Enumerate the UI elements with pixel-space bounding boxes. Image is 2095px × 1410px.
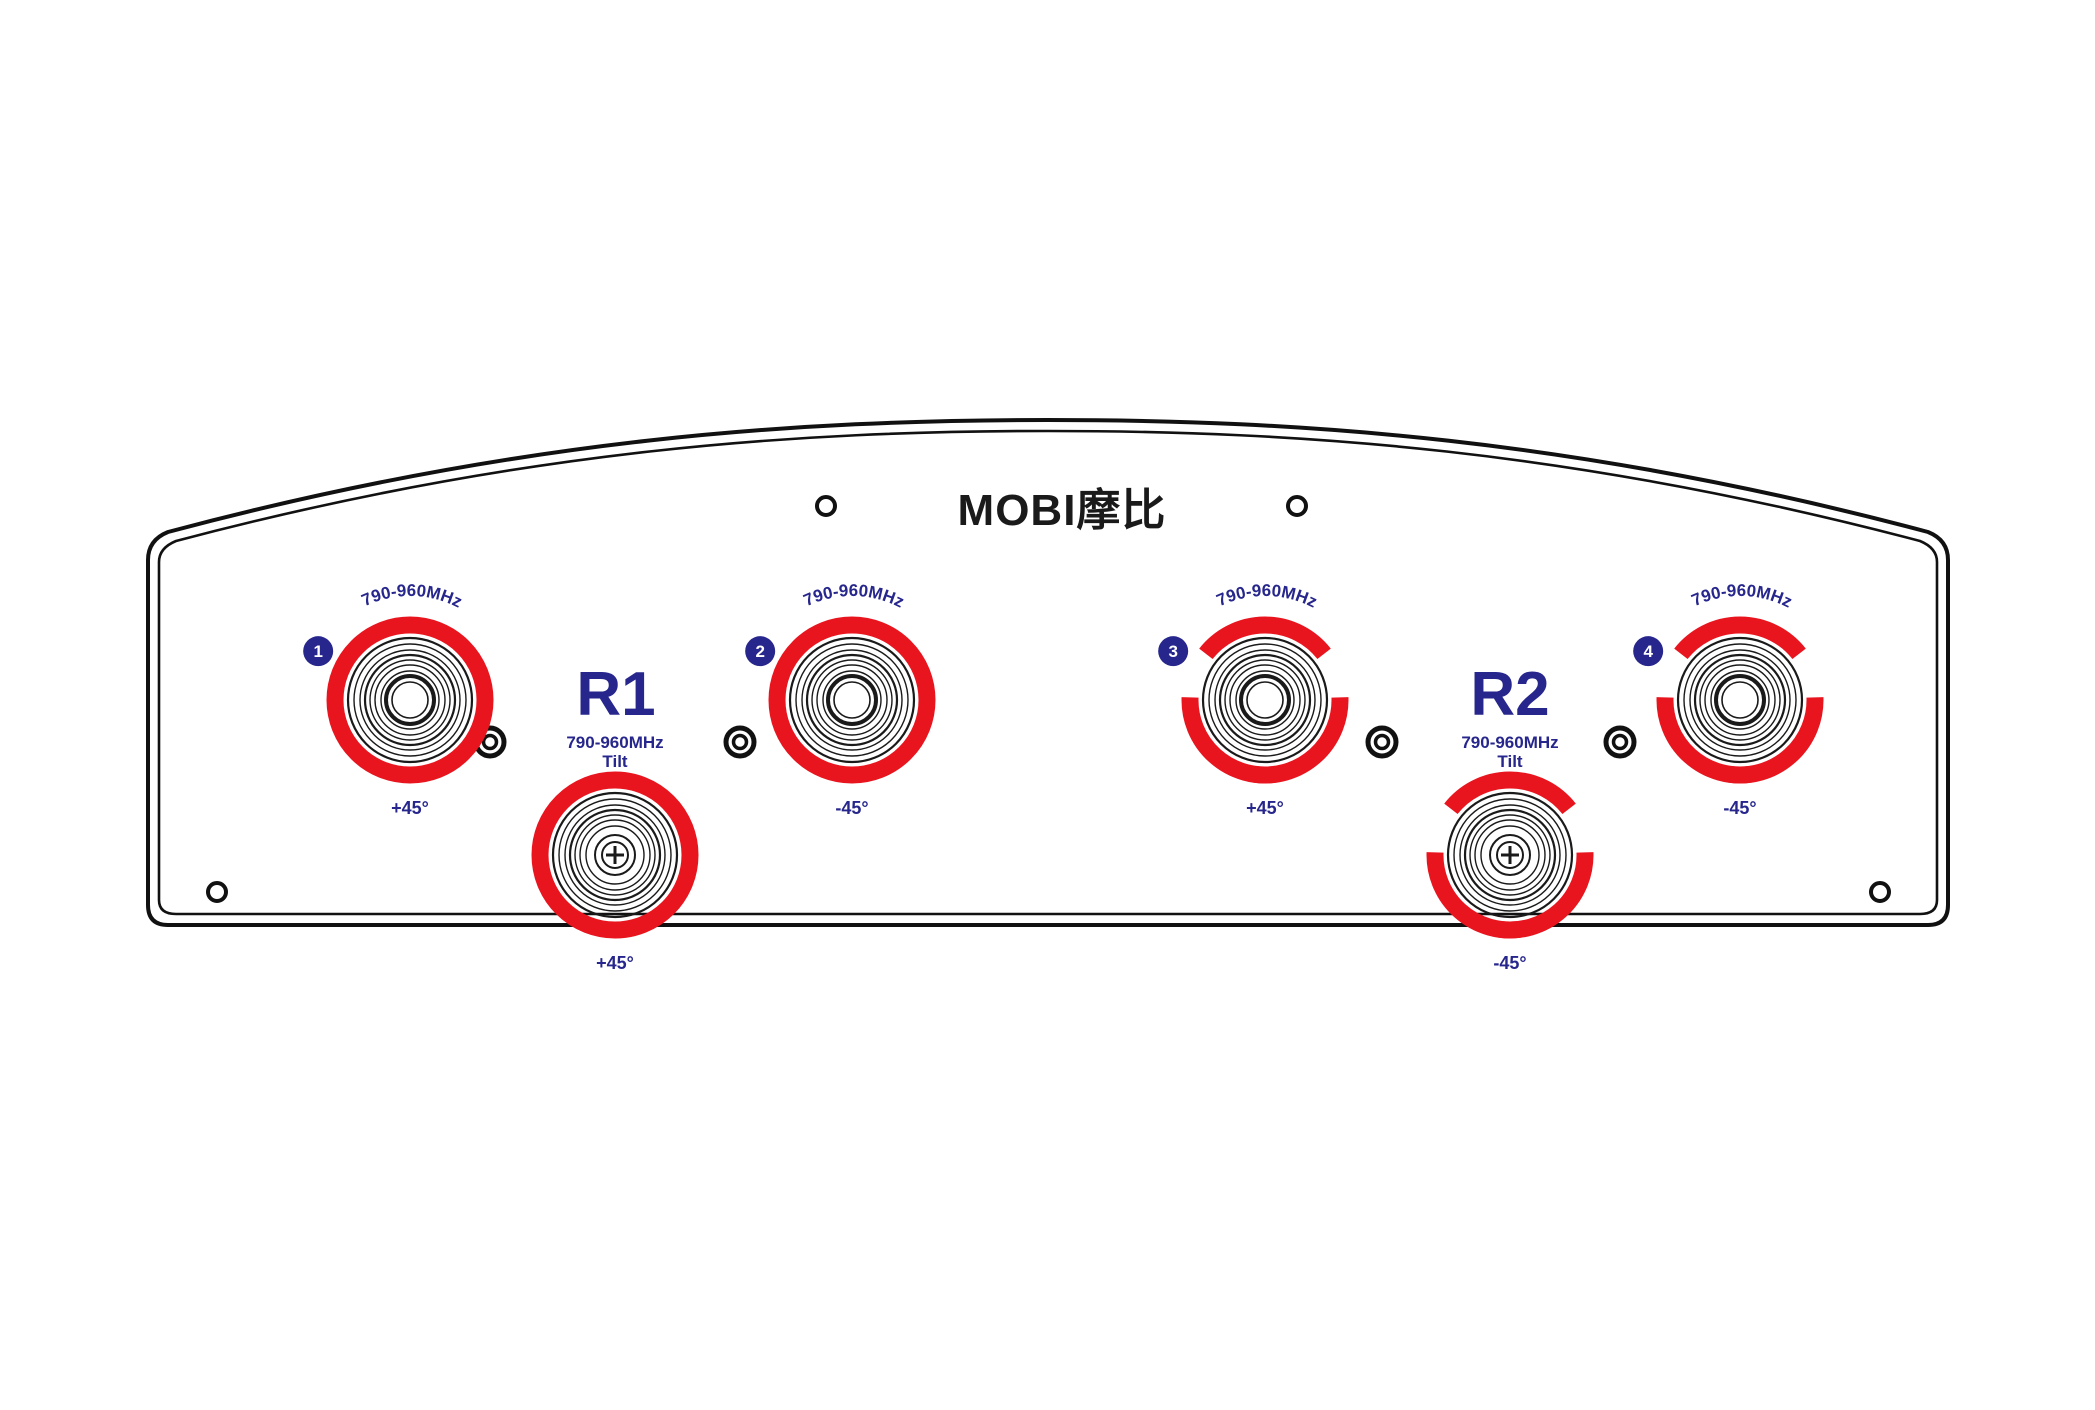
port-4-red-arc-3	[1656, 697, 1752, 784]
tilt-r1-red-ring	[531, 771, 699, 939]
port-1-bore-inner	[391, 681, 429, 719]
port-2-ring-3	[805, 653, 899, 747]
port-1-ring-1	[353, 643, 467, 757]
port-2-red-ring	[768, 616, 936, 784]
tilt-r2-phillips-icon	[1501, 846, 1519, 864]
port-1-red-ring	[326, 616, 494, 784]
tilt-r2-ring-4	[1469, 814, 1551, 896]
port-4-ring-4	[1699, 659, 1781, 741]
port-2-bore-inner	[833, 681, 871, 719]
marker-3	[1365, 725, 1399, 759]
ports-layer: 790-960MHz1+45°790-960MHz2-45°790-960MHz…	[303, 581, 1824, 973]
port-4-ring-1	[1683, 643, 1797, 757]
screw-holes	[206, 495, 1891, 903]
panel-outline	[146, 417, 1950, 927]
port-4-ring-0	[1676, 636, 1804, 764]
tilt-r2-freq-label: 790-960MHz	[1461, 733, 1558, 752]
tilt-r1-polarization-label: +45°	[596, 953, 634, 973]
port-3-ring-1	[1208, 643, 1322, 757]
port-1-polarization-label: +45°	[391, 798, 429, 818]
port-2-ring-4	[811, 659, 893, 741]
port-3-red-arc-3	[1181, 697, 1277, 784]
group-label-r1: R1	[576, 660, 655, 729]
port-2-ring-5	[816, 664, 888, 736]
tilt-r1-ring-4	[574, 814, 656, 896]
port-3-ring-0	[1201, 636, 1329, 764]
port-4-badge-number: 4	[1643, 642, 1653, 661]
port-4-bore-inner	[1721, 681, 1759, 719]
port-4-ring-5	[1704, 664, 1776, 736]
tilt-r2-ring-1	[1453, 798, 1567, 912]
port-2-ring-1	[795, 643, 909, 757]
tilt-r1-ring-3	[568, 808, 662, 902]
port-1-badge-number: 1	[313, 642, 322, 661]
port-1-ring-3	[363, 653, 457, 747]
marker-4	[1603, 725, 1637, 759]
tilt-r2-red-arc-3	[1426, 852, 1522, 939]
port-3-red-arc-1	[1199, 616, 1331, 660]
group-label-r2: R2	[1470, 660, 1549, 729]
tilt-r1-ring-6	[585, 825, 645, 885]
port-2-ring-2	[801, 649, 903, 751]
tilt-r2-ring-0	[1446, 791, 1574, 919]
port-4-ring-3	[1693, 653, 1787, 747]
port-1-ring-6	[380, 670, 440, 730]
marker-2	[723, 725, 757, 759]
port-3-polarization-label: +45°	[1246, 798, 1284, 818]
port-3-bore-inner	[1246, 681, 1284, 719]
port-4-ring-2	[1689, 649, 1791, 751]
port-2-ring-6	[822, 670, 882, 730]
tilt-r2-ring-5	[1474, 819, 1546, 891]
tilt-r2-polarization-label: -45°	[1493, 953, 1526, 973]
port-1-ring-0	[346, 636, 474, 764]
tilt-r2-ring-2	[1459, 804, 1561, 906]
tilt-r2-tilt-label: Tilt	[1497, 752, 1523, 771]
port-2-polarization-label: -45°	[835, 798, 868, 818]
port-1-ring-5	[374, 664, 446, 736]
tilt-r2-red-arc-1	[1444, 771, 1576, 815]
port-1-ring-4	[369, 659, 451, 741]
tilt-r2-ring-3	[1463, 808, 1557, 902]
tilt-r2-ring-6	[1480, 825, 1540, 885]
port-2-ring-0	[788, 636, 916, 764]
tilt-r1-tilt-label: Tilt	[602, 752, 628, 771]
port-3-ring-3	[1218, 653, 1312, 747]
brand-logo: MOBI摩比	[958, 486, 1167, 535]
port-4-polarization-label: -45°	[1723, 798, 1756, 818]
tilt-r1-ring-2	[564, 804, 666, 906]
tilt-r1-ring-1	[558, 798, 672, 912]
port-3-badge-circle	[1158, 636, 1189, 667]
port-2-badge-circle	[745, 636, 776, 667]
tilt-r1-ring-5	[579, 819, 651, 891]
port-1-ring-2	[359, 649, 461, 751]
hole-bottom-left	[206, 881, 228, 903]
port-3-ring-2	[1214, 649, 1316, 751]
hole-top-right	[1286, 495, 1308, 517]
hole-bottom-right	[1869, 881, 1891, 903]
port-3-ring-5	[1229, 664, 1301, 736]
port-3-ring-6	[1235, 670, 1295, 730]
tilt-r1-freq-label: 790-960MHz	[566, 733, 663, 752]
port-3-ring-4	[1224, 659, 1306, 741]
tilt-r1-ring-0	[551, 791, 679, 919]
port-2-badge-number: 2	[755, 642, 764, 661]
port-1-badge-circle	[303, 636, 334, 667]
hole-top-left	[815, 495, 837, 517]
port-4-badge-circle	[1633, 636, 1664, 667]
port-4-ring-6	[1710, 670, 1770, 730]
port-4-red-arc-1	[1674, 616, 1806, 660]
port-3-badge-number: 3	[1168, 642, 1177, 661]
tilt-r1-phillips-icon	[606, 846, 624, 864]
